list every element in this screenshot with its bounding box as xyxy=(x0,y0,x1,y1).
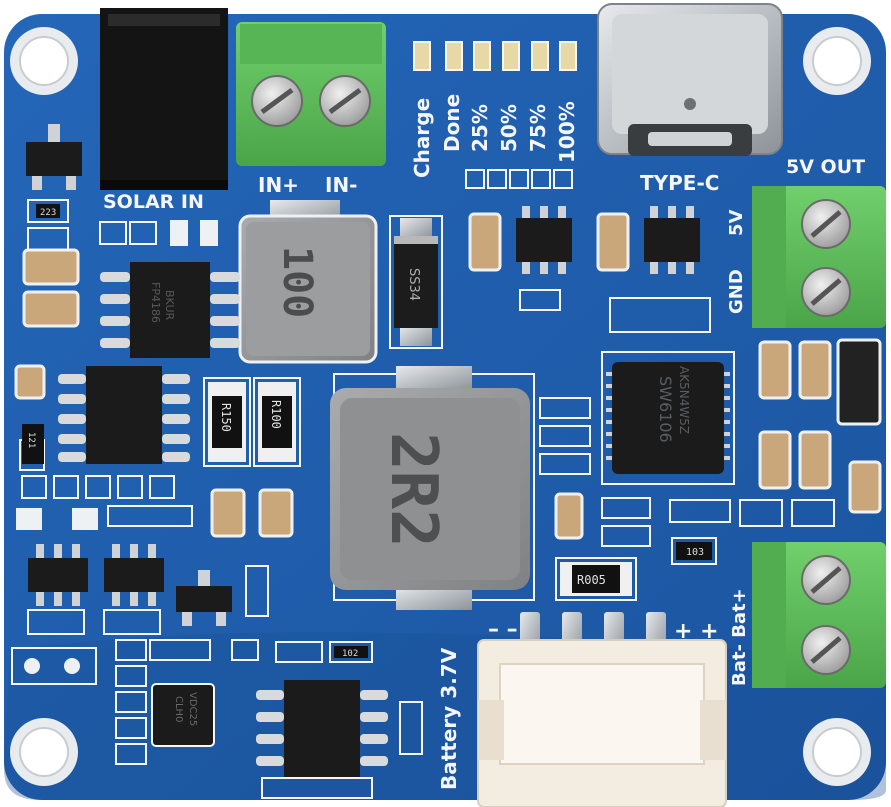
res-121: 121 xyxy=(22,424,44,464)
in-plus-label: IN+ xyxy=(258,173,299,197)
led-resistor-row xyxy=(465,169,573,189)
r150-marking: R150 xyxy=(219,403,233,432)
mounting-hole-br xyxy=(803,718,871,786)
soic-chip-lower xyxy=(256,680,388,778)
sot-chip-c xyxy=(28,544,88,606)
main-chip-marking: SW6106 xyxy=(656,376,675,443)
res-102: 102 xyxy=(329,641,373,663)
sot-chip-b xyxy=(644,206,700,274)
res-103-marking: 103 xyxy=(686,547,704,558)
output-screw-terminal xyxy=(752,186,886,328)
qfn-submarking: VDC25 xyxy=(187,692,198,726)
mounting-hole-tr xyxy=(803,27,871,95)
sot-chip-a xyxy=(516,206,572,274)
solar-in-label: SOLAR IN xyxy=(103,191,204,213)
bat-pins-label: Bat- Bat+ xyxy=(729,588,750,686)
sot-transistor-tl xyxy=(26,124,82,190)
inductor-small: 100 xyxy=(238,200,378,364)
res-121-marking: 121 xyxy=(26,432,36,448)
mounting-hole-tl xyxy=(10,27,78,95)
r005-marking: R005 xyxy=(577,573,606,587)
mounting-hole-bl xyxy=(10,718,78,786)
pin-gnd-label: GND xyxy=(726,269,747,314)
sot-chip-e xyxy=(176,570,232,626)
res-223: 223 xyxy=(36,204,60,218)
soic-upper-submarking: BKUR xyxy=(163,290,176,321)
led-row xyxy=(413,41,577,71)
led-label-charge: Charge xyxy=(410,98,434,178)
soic-chip-upper: FP4186 BKUR xyxy=(100,262,240,358)
soic-chip-middle xyxy=(58,366,190,464)
resistor-r150: R150 xyxy=(203,377,251,467)
led-label-25: 25% xyxy=(468,104,492,152)
diode-ss34: SS34 xyxy=(389,215,443,349)
resistor-r005: R005 xyxy=(555,557,637,601)
res-103: 103 xyxy=(671,537,717,565)
resistor-r100: R100 xyxy=(253,377,301,467)
type-c-label: TYPE-C xyxy=(640,171,719,195)
led-label-50: 50% xyxy=(497,104,521,152)
pin-5v-label: 5V xyxy=(726,209,747,236)
white-pads xyxy=(16,220,218,530)
electrolytic-cap xyxy=(836,338,882,426)
minus-marks: – – xyxy=(488,617,518,642)
res-223-marking: 223 xyxy=(40,208,56,218)
main-chip-submarking: AK5N4W5Z xyxy=(677,366,691,434)
capacitor-group xyxy=(14,212,882,540)
battery-label: Battery 3.7V xyxy=(437,647,461,790)
led-label-100: 100% xyxy=(555,101,579,163)
inductor-large: 2R2 xyxy=(330,366,535,610)
in-minus-label: IN- xyxy=(325,173,357,197)
res-102-marking: 102 xyxy=(342,649,358,659)
inductor-small-marking: 100 xyxy=(274,246,320,318)
5v-out-label: 5V OUT xyxy=(786,156,865,178)
r100-marking: R100 xyxy=(269,400,283,429)
usb-type-c-port xyxy=(597,3,783,156)
main-controller-chip: SW6106 AK5N4W5Z xyxy=(601,351,735,485)
input-screw-terminal xyxy=(236,22,386,166)
led-label-75: 75% xyxy=(526,104,550,152)
qfn-chip-small: CLH0 VDC25 xyxy=(151,683,215,747)
led-label-done: Done xyxy=(440,94,464,152)
inductor-large-marking: 2R2 xyxy=(376,432,450,548)
battery-screw-terminal xyxy=(752,542,886,688)
diode-marking: SS34 xyxy=(406,268,421,301)
soic-upper-marking: FP4186 xyxy=(149,282,162,323)
qfn-marking: CLH0 xyxy=(173,696,184,722)
sot-chip-d xyxy=(104,544,164,606)
test-pads xyxy=(11,647,97,685)
solar-dc-jack xyxy=(100,8,228,190)
battery-jst-connector xyxy=(477,612,727,807)
